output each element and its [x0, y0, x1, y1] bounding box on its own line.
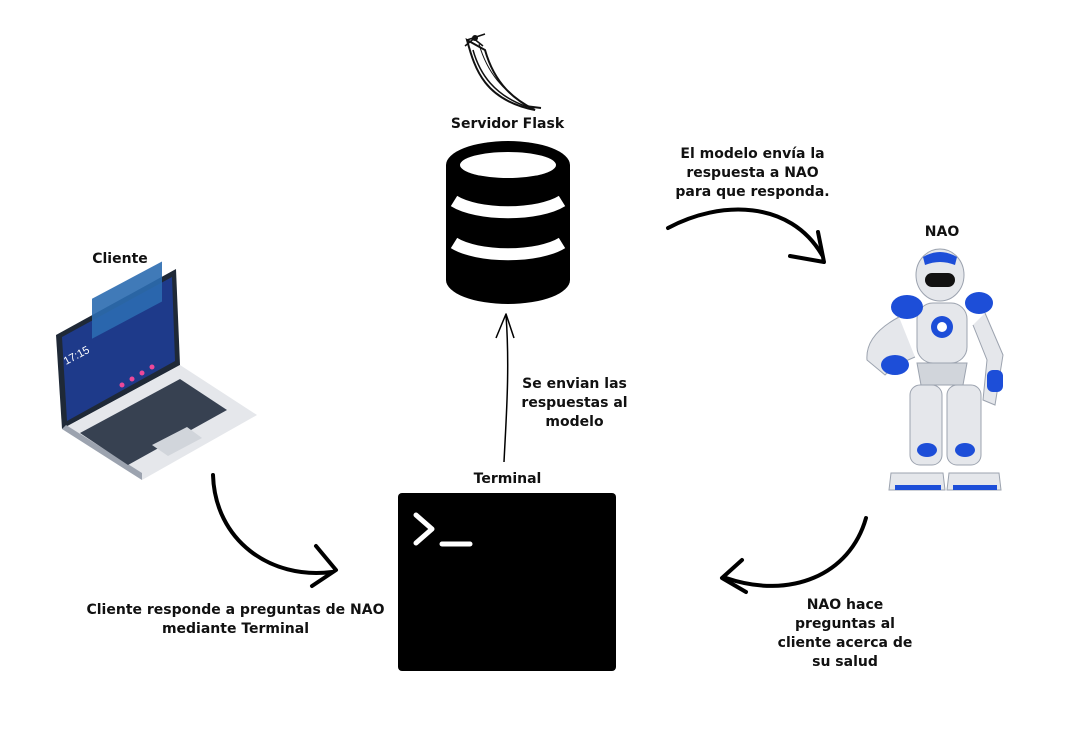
label-terminal-to-server: Se envian las respuestas al modelo	[521, 376, 628, 430]
nao-label: NAO	[924, 224, 960, 240]
client-label: Cliente	[92, 251, 148, 267]
flask-logo-icon	[464, 33, 542, 111]
label-server-to-nao: El modelo envía la respuesta a NAO para …	[675, 146, 830, 200]
arrow-nao-to-terminal	[724, 516, 868, 588]
label-client-to-terminal: Cliente responde a preguntas de NAO medi…	[86, 602, 385, 637]
arrow-client-to-terminal	[211, 473, 334, 575]
terminal-window	[398, 493, 616, 671]
nao-robot-icon	[866, 248, 1004, 491]
terminal-label: Terminal	[473, 471, 542, 487]
laptop-icon: 17:15	[56, 261, 257, 480]
terminal-prompt-icon	[413, 512, 473, 547]
arrow-terminal-to-server	[503, 314, 509, 463]
server-label: Servidor Flask	[450, 116, 565, 132]
database-icon	[446, 141, 570, 304]
label-nao-to-terminal: NAO hace preguntas al cliente acerca de …	[777, 597, 913, 670]
arrow-server-to-nao	[666, 207, 824, 257]
